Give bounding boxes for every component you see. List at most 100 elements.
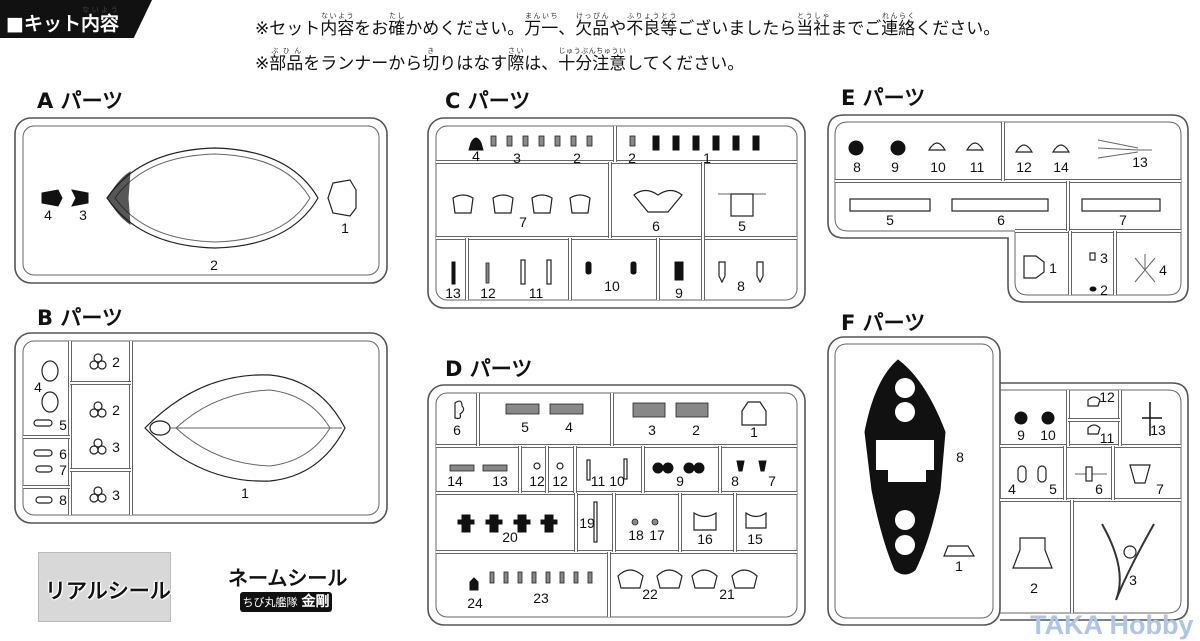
part-label: 7 <box>59 462 67 478</box>
part-label: 4 <box>34 379 42 395</box>
part-label: 12 <box>552 473 568 489</box>
note-remove-parts-carefully: ※部品ぶひんをランナーから切きりはなす際さいは、十分注意じゅうぶんちゅういしてく… <box>255 47 744 73</box>
part-label: 24 <box>467 595 483 611</box>
part-label: 2 <box>692 422 700 438</box>
part-label: 9 <box>675 285 683 301</box>
note-segment: 万一まんいち <box>524 12 559 39</box>
runner-e-parts <box>848 139 1161 292</box>
part-label: 3 <box>112 439 120 455</box>
runner-c-title: C パーツ <box>445 89 530 113</box>
note-segment: ※セット <box>255 19 321 39</box>
part-label: 12 <box>1099 389 1115 405</box>
note-segment: をお <box>354 19 389 39</box>
note-segment: や <box>609 19 627 39</box>
part-label: 13 <box>492 473 508 489</box>
part-a1 <box>327 179 357 217</box>
real-seal-image: リアルシール <box>38 552 171 622</box>
part-label: 18 <box>628 527 644 543</box>
ruby-reading: き <box>422 47 440 55</box>
runner-b-title: B パーツ <box>37 306 123 330</box>
part-label: 1 <box>955 558 963 574</box>
note-segment: 確たし <box>388 12 406 39</box>
part-label: 21 <box>719 586 735 602</box>
note-segment: ※ <box>255 54 270 74</box>
note-segment: かめください。 <box>405 19 525 39</box>
part-label: 6 <box>997 212 1005 228</box>
note-segment: 内容ないよう <box>320 12 355 39</box>
part-label: 20 <box>502 529 518 545</box>
part-label: 2 <box>112 402 120 418</box>
part-label: 6 <box>453 422 461 438</box>
part-label: 3 <box>648 422 656 438</box>
ruby-reading: たし <box>388 12 406 20</box>
part-label: 14 <box>1053 159 1069 175</box>
part-label: 12 <box>480 285 496 301</box>
note-segment: 部品ぶひん <box>269 47 304 74</box>
runner-e-frame <box>827 114 1189 303</box>
runner-b-frame <box>14 332 388 524</box>
part-label: 10 <box>1040 427 1056 443</box>
runner-dividers <box>23 122 1181 617</box>
ruby-reading: まんいち <box>524 12 559 20</box>
part-label: 3 <box>513 150 521 166</box>
note-segment: 当社とうしゃ <box>796 12 831 39</box>
note-segment: 切き <box>422 47 440 74</box>
ruby-reading: とうしゃ <box>796 12 831 20</box>
part-label: 6 <box>59 446 67 462</box>
note-segment: 十分注意じゅうぶんちゅうい <box>558 47 627 74</box>
part-label: 16 <box>697 531 713 547</box>
note-segment: ください。 <box>915 19 1001 39</box>
ruby-reading: れんらく <box>881 12 916 20</box>
runner-f-parts <box>864 359 1162 601</box>
part-label: 4 <box>1159 262 1167 278</box>
part-label: 7 <box>1156 481 1164 497</box>
part-label: 2 <box>628 150 636 166</box>
runner-d-frame <box>427 384 806 626</box>
part-label: 14 <box>447 473 463 489</box>
part-label: 4 <box>565 419 573 435</box>
real-seal-label: リアルシール <box>45 579 171 603</box>
part-label: 1 <box>241 485 249 501</box>
part-label: 9 <box>891 159 899 175</box>
part-a4 <box>41 189 63 207</box>
part-label: 5 <box>521 419 529 435</box>
part-label: 10 <box>930 159 946 175</box>
ruby-reading: じゅうぶんちゅうい <box>558 47 627 55</box>
runner-b-parts <box>33 353 346 504</box>
part-label: 8 <box>737 278 745 294</box>
part-label: 8 <box>731 473 739 489</box>
runner-c-labels: 4 3 2 2 1 7 6 5 13 12 11 10 9 8 <box>445 148 746 301</box>
runner-f-labels: 8 1 9 10 12 11 13 4 5 6 7 2 3 <box>955 389 1166 596</box>
runner-f-frame <box>827 336 1189 626</box>
runner-e-labels: 8 9 10 11 12 14 13 5 6 7 1 3 2 4 <box>853 154 1167 298</box>
note-segment: をランナーから <box>303 54 423 74</box>
part-label: 9 <box>676 473 684 489</box>
part-label: 2 <box>210 257 218 273</box>
part-label: 7 <box>1119 212 1127 228</box>
part-label: 13 <box>445 285 461 301</box>
part-label: 2 <box>112 354 120 370</box>
runner-b-labels: 4 5 6 7 8 2 2 3 3 1 <box>34 354 249 508</box>
ruby-reading: ぶひん <box>269 47 304 55</box>
runner-a-title: A パーツ <box>37 89 123 113</box>
part-label: 4 <box>472 148 480 164</box>
part-label: 8 <box>853 159 861 175</box>
note-segment: までご <box>830 19 882 39</box>
part-label: 3 <box>79 207 87 223</box>
part-label: 1 <box>750 424 758 440</box>
part-label: 7 <box>519 214 527 230</box>
part-label: 11 <box>591 473 606 489</box>
part-label: 5 <box>59 417 67 433</box>
part-label: 12 <box>529 473 545 489</box>
part-label: 15 <box>747 531 763 547</box>
note-segment: りはなす <box>439 54 508 74</box>
runner-d-labels: 6 5 4 3 2 1 14 13 12 12 11 10 9 8 7 20 1… <box>447 419 776 611</box>
part-label: 13 <box>1150 422 1166 438</box>
part-label: 12 <box>1016 159 1032 175</box>
runner-a-labels: 4 3 2 1 <box>44 207 349 273</box>
part-label: 2 <box>1100 282 1108 298</box>
part-a2-hull <box>106 147 319 249</box>
part-a3 <box>71 189 89 207</box>
runner-e-title: E パーツ <box>841 86 925 110</box>
